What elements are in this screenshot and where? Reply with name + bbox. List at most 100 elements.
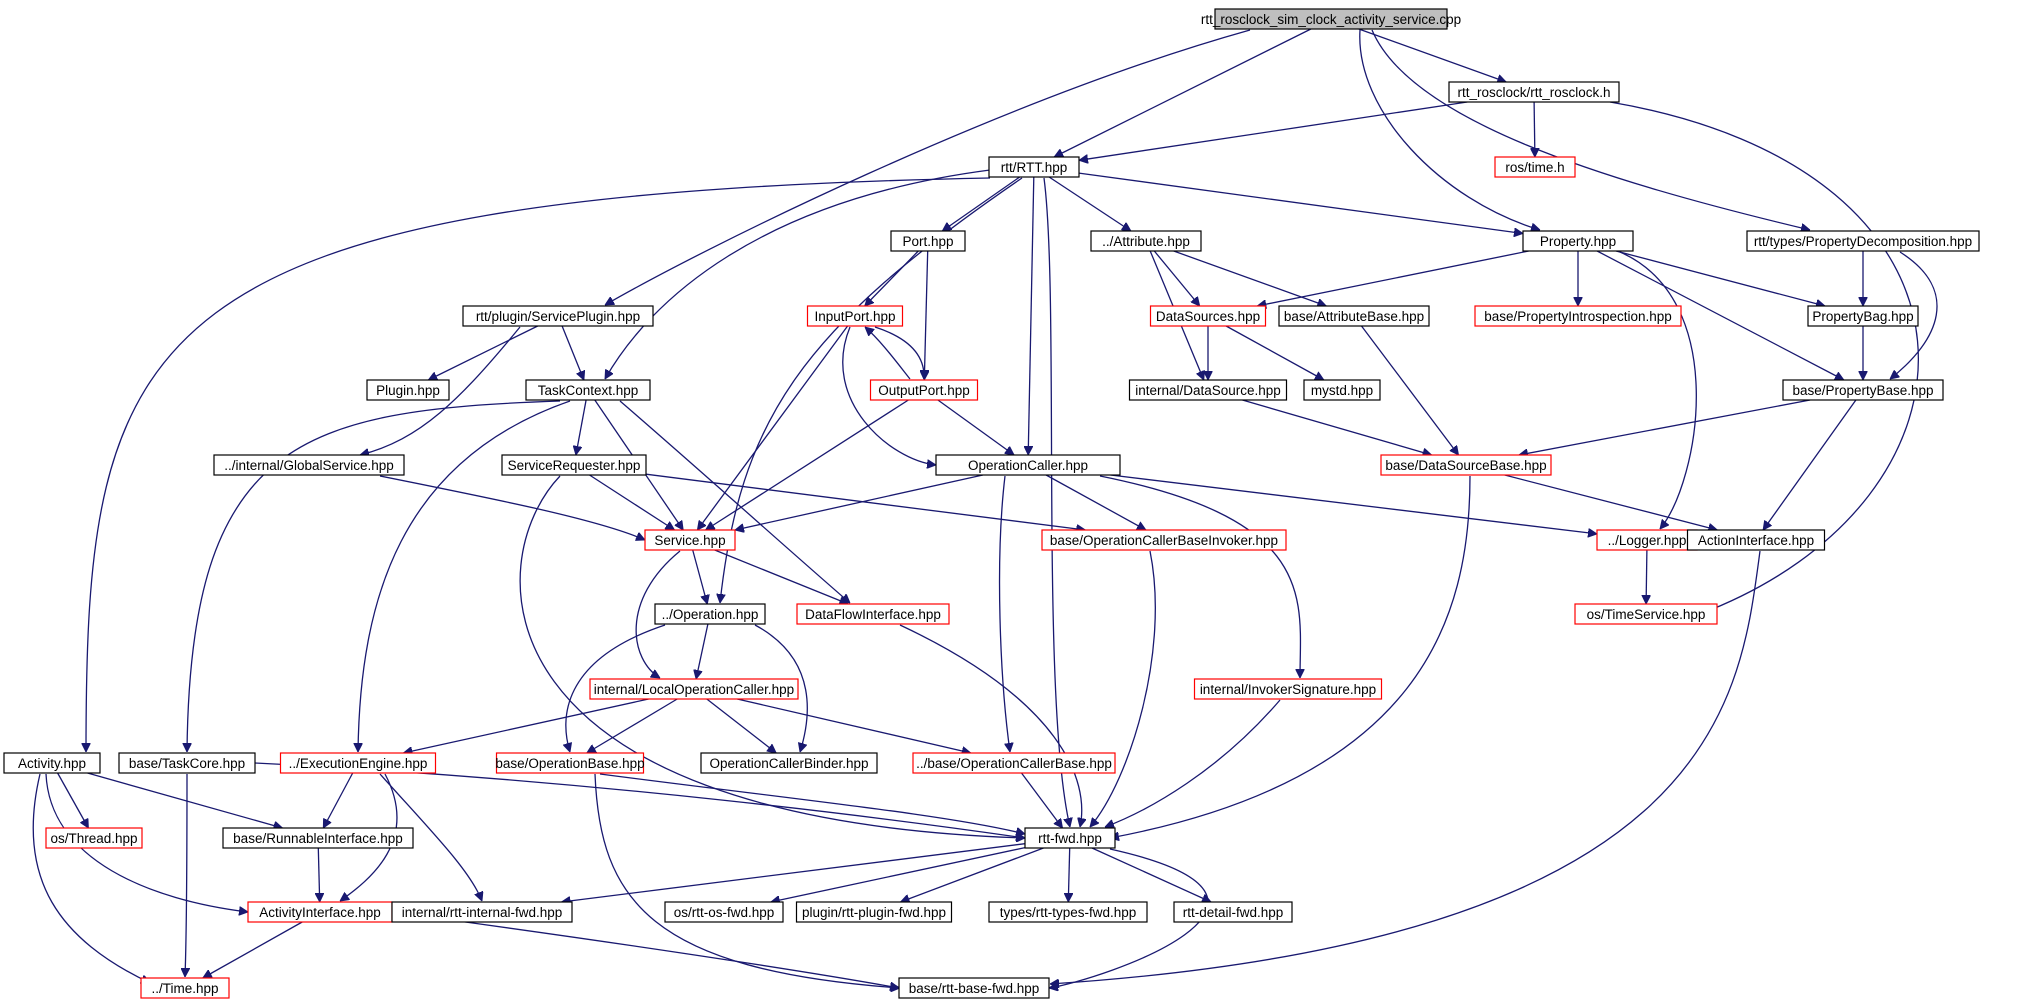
node-box-internalfwd[interactable]: [391, 901, 573, 923]
node-box-propintro[interactable]: [1474, 305, 1682, 327]
node-box-rosclock_h[interactable]: [1448, 81, 1620, 103]
node-box-thread[interactable]: [45, 827, 143, 849]
node-outputport[interactable]: OutputPort.hpp: [869, 379, 979, 401]
node-box-operation[interactable]: [654, 603, 766, 625]
node-activityif[interactable]: ActivityInterface.hpp: [247, 901, 393, 923]
node-port[interactable]: Port.hpp: [890, 230, 966, 252]
node-time[interactable]: ../Time.hpp: [140, 977, 230, 999]
node-osfwd[interactable]: os/rtt-os-fwd.hpp: [664, 901, 784, 923]
node-mystd[interactable]: mystd.hpp: [1303, 379, 1381, 401]
node-box-ros_time[interactable]: [1494, 156, 1576, 178]
node-box-mystd[interactable]: [1303, 379, 1381, 401]
node-box-osfwd[interactable]: [664, 901, 784, 923]
node-box-dsbase[interactable]: [1380, 454, 1552, 476]
node-box-activity[interactable]: [3, 752, 101, 774]
node-taskcontext[interactable]: TaskContext.hpp: [525, 379, 651, 401]
node-box-globalservice[interactable]: [213, 454, 405, 476]
node-box-propbase[interactable]: [1782, 379, 1944, 401]
node-box-property[interactable]: [1522, 230, 1634, 252]
node-serviceplugin[interactable]: rtt/plugin/ServicePlugin.hpp: [462, 305, 654, 327]
node-propbase[interactable]: base/PropertyBase.hpp: [1782, 379, 1944, 401]
node-datasources[interactable]: DataSources.hpp: [1149, 305, 1267, 327]
node-attribute[interactable]: ../Attribute.hpp: [1090, 230, 1202, 252]
node-execengine[interactable]: ../ExecutionEngine.hpp: [279, 752, 437, 774]
node-root[interactable]: rtt_rosclock_sim_clock_activity_service.…: [1201, 8, 1461, 30]
node-box-outputport[interactable]: [869, 379, 979, 401]
node-box-datasources[interactable]: [1149, 305, 1267, 327]
node-dsbase[interactable]: base/DataSourceBase.hpp: [1380, 454, 1552, 476]
node-detailfwd[interactable]: rtt-detail-fwd.hpp: [1173, 901, 1293, 923]
node-box-opcallerbinder[interactable]: [700, 752, 878, 774]
node-typesfwd[interactable]: types/rtt-types-fwd.hpp: [988, 901, 1148, 923]
node-inputport[interactable]: InputPort.hpp: [806, 305, 904, 327]
node-box-service[interactable]: [644, 529, 736, 551]
node-box-opcallerbaseinv[interactable]: [1041, 529, 1287, 551]
node-runnable[interactable]: base/RunnableInterface.hpp: [222, 827, 414, 849]
node-box-timeservice[interactable]: [1574, 603, 1718, 625]
node-thread[interactable]: os/Thread.hpp: [45, 827, 143, 849]
node-propdecomp[interactable]: rtt/types/PropertyDecomposition.hpp: [1746, 230, 1980, 252]
node-int_datasource[interactable]: internal/DataSource.hpp: [1128, 379, 1288, 401]
node-property[interactable]: Property.hpp: [1522, 230, 1634, 252]
node-box-rttfwd[interactable]: [1024, 827, 1116, 849]
node-rtt_hpp[interactable]: rtt/RTT.hpp: [988, 156, 1080, 178]
node-internalfwd[interactable]: internal/rtt-internal-fwd.hpp: [391, 901, 573, 923]
node-box-pluginfwd[interactable]: [795, 901, 953, 923]
node-localopcaller[interactable]: internal/LocalOperationCaller.hpp: [589, 678, 799, 700]
node-timeservice[interactable]: os/TimeService.hpp: [1574, 603, 1718, 625]
node-basefwd[interactable]: base/rtt-base-fwd.hpp: [898, 977, 1050, 999]
node-box-basefwd[interactable]: [898, 977, 1050, 999]
node-opcallerbinder[interactable]: OperationCallerBinder.hpp: [700, 752, 878, 774]
node-box-opcaller[interactable]: [935, 454, 1121, 476]
node-box-taskcore[interactable]: [118, 752, 256, 774]
node-box-plugin[interactable]: [366, 379, 450, 401]
node-operation[interactable]: ../Operation.hpp: [654, 603, 766, 625]
node-box-attrbase[interactable]: [1278, 305, 1430, 327]
node-plugin[interactable]: Plugin.hpp: [366, 379, 450, 401]
node-box-invokersig[interactable]: [1193, 678, 1383, 700]
node-box-dataflow[interactable]: [796, 603, 950, 625]
node-taskcore[interactable]: base/TaskCore.hpp: [118, 752, 256, 774]
node-box-servicereq[interactable]: [501, 454, 647, 476]
node-box-propbag[interactable]: [1807, 305, 1919, 327]
node-opbase[interactable]: base/OperationBase.hpp: [495, 752, 645, 774]
node-box-taskcontext[interactable]: [525, 379, 651, 401]
node-box-rtt_hpp[interactable]: [988, 156, 1080, 178]
node-box-detailfwd[interactable]: [1173, 901, 1293, 923]
node-propintro[interactable]: base/PropertyIntrospection.hpp: [1474, 305, 1682, 327]
node-attrbase[interactable]: base/AttributeBase.hpp: [1278, 305, 1430, 327]
node-invokersig[interactable]: internal/InvokerSignature.hpp: [1193, 678, 1383, 700]
node-dataflow[interactable]: DataFlowInterface.hpp: [796, 603, 950, 625]
node-service[interactable]: Service.hpp: [644, 529, 736, 551]
node-box-time[interactable]: [140, 977, 230, 999]
node-box-actioninterface[interactable]: [1686, 529, 1826, 551]
node-globalservice[interactable]: ../internal/GlobalService.hpp: [213, 454, 405, 476]
node-opcallerbaseinv[interactable]: base/OperationCallerBaseInvoker.hpp: [1041, 529, 1287, 551]
node-box-localopcaller[interactable]: [589, 678, 799, 700]
node-box-typesfwd[interactable]: [988, 901, 1148, 923]
node-box-int_datasource[interactable]: [1128, 379, 1288, 401]
node-box-runnable[interactable]: [222, 827, 414, 849]
node-box-serviceplugin[interactable]: [462, 305, 654, 327]
node-box-opcallerbase[interactable]: [912, 752, 1116, 774]
node-box-opbase[interactable]: [495, 752, 645, 774]
node-opcaller[interactable]: OperationCaller.hpp: [935, 454, 1121, 476]
node-label-rttfwd: rtt-fwd.hpp: [1038, 831, 1102, 846]
node-opcallerbase[interactable]: ../base/OperationCallerBase.hpp: [912, 752, 1116, 774]
node-box-attribute[interactable]: [1090, 230, 1202, 252]
node-box-execengine[interactable]: [279, 752, 437, 774]
node-box-inputport[interactable]: [806, 305, 904, 327]
edge-rttfwd-to-osfwd: [771, 846, 1026, 902]
node-servicereq[interactable]: ServiceRequester.hpp: [501, 454, 647, 476]
node-box-propdecomp[interactable]: [1746, 230, 1980, 252]
node-rttfwd[interactable]: rtt-fwd.hpp: [1024, 827, 1116, 849]
node-pluginfwd[interactable]: plugin/rtt-plugin-fwd.hpp: [795, 901, 953, 923]
node-box-port[interactable]: [890, 230, 966, 252]
node-rosclock_h[interactable]: rtt_rosclock/rtt_rosclock.h: [1448, 81, 1620, 103]
node-activity[interactable]: Activity.hpp: [3, 752, 101, 774]
node-ros_time[interactable]: ros/time.h: [1494, 156, 1576, 178]
node-actioninterface[interactable]: ActionInterface.hpp: [1686, 529, 1826, 551]
node-box-root[interactable]: [1214, 8, 1448, 30]
node-logger[interactable]: ../Logger.hpp: [1596, 529, 1698, 551]
node-propbag[interactable]: PropertyBag.hpp: [1807, 305, 1919, 327]
